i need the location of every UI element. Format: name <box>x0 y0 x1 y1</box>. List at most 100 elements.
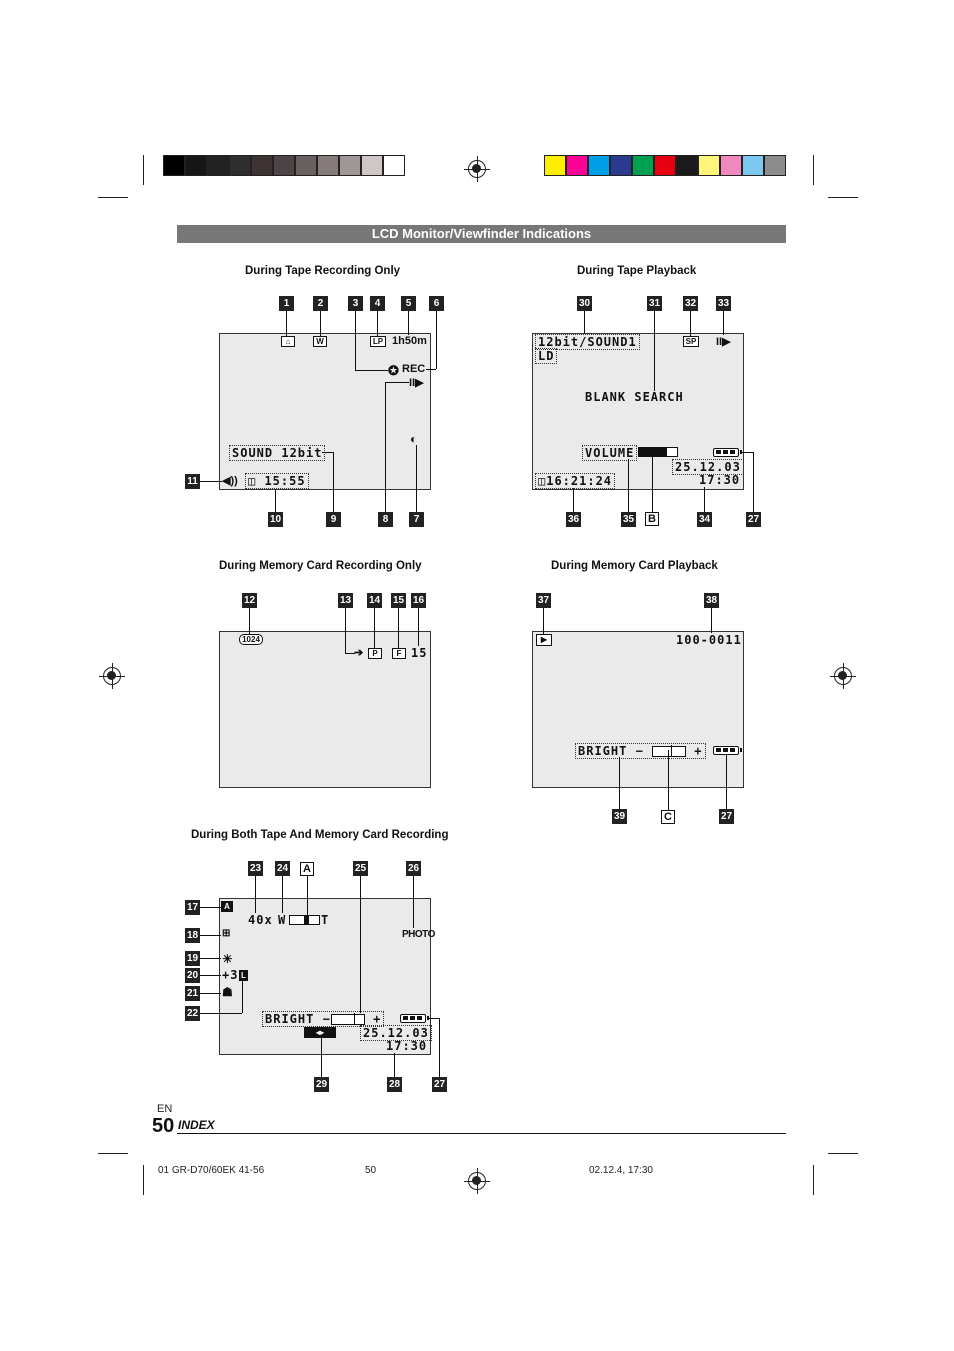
color-swatch <box>339 155 361 176</box>
crop-mark <box>143 155 144 185</box>
night-scope-icon: ◐ <box>410 432 418 446</box>
tape-running-icon: ✪ <box>388 363 399 378</box>
zoom-tele-label: T <box>321 913 330 927</box>
date-display: 25.12.03 <box>360 1025 432 1041</box>
callout-10: 10 <box>268 512 283 527</box>
white-balance-icon: ☀ <box>222 952 233 966</box>
tape-icon: ◫ <box>248 474 265 488</box>
crop-mark <box>143 1165 144 1195</box>
time-code-playback: ◫16:21:24 <box>535 473 616 489</box>
program-ae-icon: ⌂ <box>281 336 295 347</box>
time-code-display: ◫ 15:55 <box>245 473 309 489</box>
volume-label: VOLUME <box>585 446 635 460</box>
callout-7: 7 <box>409 512 424 527</box>
shooting-arrow-icon: ➔ <box>354 647 364 659</box>
caption-card-recording: During Memory Card Recording Only <box>219 560 422 572</box>
callout-32: 32 <box>683 296 698 311</box>
color-swatch <box>654 155 676 176</box>
fader-wipe-icon: ◂▸ <box>304 1027 336 1038</box>
color-swatch <box>566 155 588 176</box>
time-display: 17:30 <box>386 1039 428 1053</box>
crop-mark <box>828 197 858 198</box>
registration-mark-icon <box>830 663 856 689</box>
color-swatch <box>764 155 786 176</box>
color-swatch <box>251 155 273 176</box>
date-display: 25.12.03 <box>672 459 744 475</box>
lcd-screen-tape-recording <box>219 333 431 490</box>
bright-plus: + <box>694 744 703 758</box>
blank-search-indicator: BLANK SEARCH <box>585 390 684 404</box>
callout-27: 27 <box>432 1077 447 1092</box>
registration-mark-icon <box>99 663 125 689</box>
callout-31: 31 <box>647 296 662 311</box>
sound-mode-display: 12bit/SOUND1 <box>535 334 640 350</box>
callout-19: 19 <box>185 951 200 966</box>
callout-36: 36 <box>566 512 581 527</box>
callout-4: 4 <box>370 296 385 311</box>
bright-label: BRIGHT <box>578 744 628 758</box>
color-swatch <box>295 155 317 176</box>
color-swatch <box>207 155 229 176</box>
interval-icon: II▶ <box>409 377 424 389</box>
page-number: 50 <box>152 1115 175 1137</box>
brightness-control: BRIGHT − + <box>575 743 706 759</box>
color-swatch <box>610 155 632 176</box>
callout-b: B <box>645 512 659 526</box>
rec-indicator: REC <box>402 363 426 375</box>
callout-8: 8 <box>378 512 393 527</box>
bright-label: BRIGHT <box>265 1012 315 1026</box>
callout-30: 30 <box>577 296 592 311</box>
tape-speed-sp: SP <box>683 336 699 347</box>
battery-icon <box>400 1014 429 1023</box>
time-code-value: 16:21:24 <box>546 474 613 488</box>
picture-quality-display: 1024 <box>239 634 263 645</box>
volume-level-bar <box>638 447 678 457</box>
language-code: EN <box>157 1103 173 1115</box>
callout-26: 26 <box>406 861 421 876</box>
wind-cut-icon: ◀)) <box>222 475 238 487</box>
wide-mode-icon: W <box>313 336 327 347</box>
battery-icon <box>713 746 742 755</box>
color-swatch <box>317 155 339 176</box>
footer-rule <box>177 1133 786 1134</box>
callout-25: 25 <box>353 861 368 876</box>
iris-lock-icon: L <box>239 970 248 981</box>
color-swatch <box>676 155 698 176</box>
callout-14: 14 <box>367 593 382 608</box>
callout-9: 9 <box>326 512 341 527</box>
remaining-shots: 15 <box>411 646 428 660</box>
callout-6: 6 <box>429 296 444 311</box>
lcd-screen-tape-playback <box>532 333 744 490</box>
zoom-bar <box>289 915 320 925</box>
sound-mode-indicator: SOUND 12bit <box>229 445 326 461</box>
callout-27: 27 <box>719 809 734 824</box>
color-swatch-bar <box>544 155 786 176</box>
callout-35: 35 <box>621 512 636 527</box>
ld-indicator: LD <box>535 348 558 364</box>
index-link[interactable]: INDEX <box>178 1118 215 1132</box>
color-swatch <box>544 155 566 176</box>
caption-tape-playback: During Tape Playback <box>577 265 697 277</box>
digital-effect-icon: ⊞ <box>222 928 231 939</box>
callout-11: 11 <box>185 474 200 489</box>
registration-mark-icon <box>464 1168 490 1194</box>
tape-speed-lp: LP <box>370 336 386 347</box>
callout-29: 29 <box>314 1077 329 1092</box>
color-swatch <box>361 155 383 176</box>
callout-12: 12 <box>242 593 257 608</box>
zoom-wide-label: W <box>278 913 287 927</box>
callout-22: 22 <box>185 1006 200 1021</box>
bright-minus: − <box>322 1012 331 1026</box>
callout-23: 23 <box>248 861 263 876</box>
callout-16: 16 <box>411 593 426 608</box>
tape-icon: ◫ <box>538 474 547 488</box>
bright-plus: + <box>373 1012 382 1026</box>
callout-13: 13 <box>338 593 353 608</box>
callout-3: 3 <box>348 296 363 311</box>
exposure-value: +3 <box>222 968 239 982</box>
callout-34: 34 <box>697 512 712 527</box>
exposure-mode-icon: A <box>221 901 233 912</box>
callout-33: 33 <box>716 296 731 311</box>
crop-mark <box>813 155 814 185</box>
color-swatch <box>588 155 610 176</box>
